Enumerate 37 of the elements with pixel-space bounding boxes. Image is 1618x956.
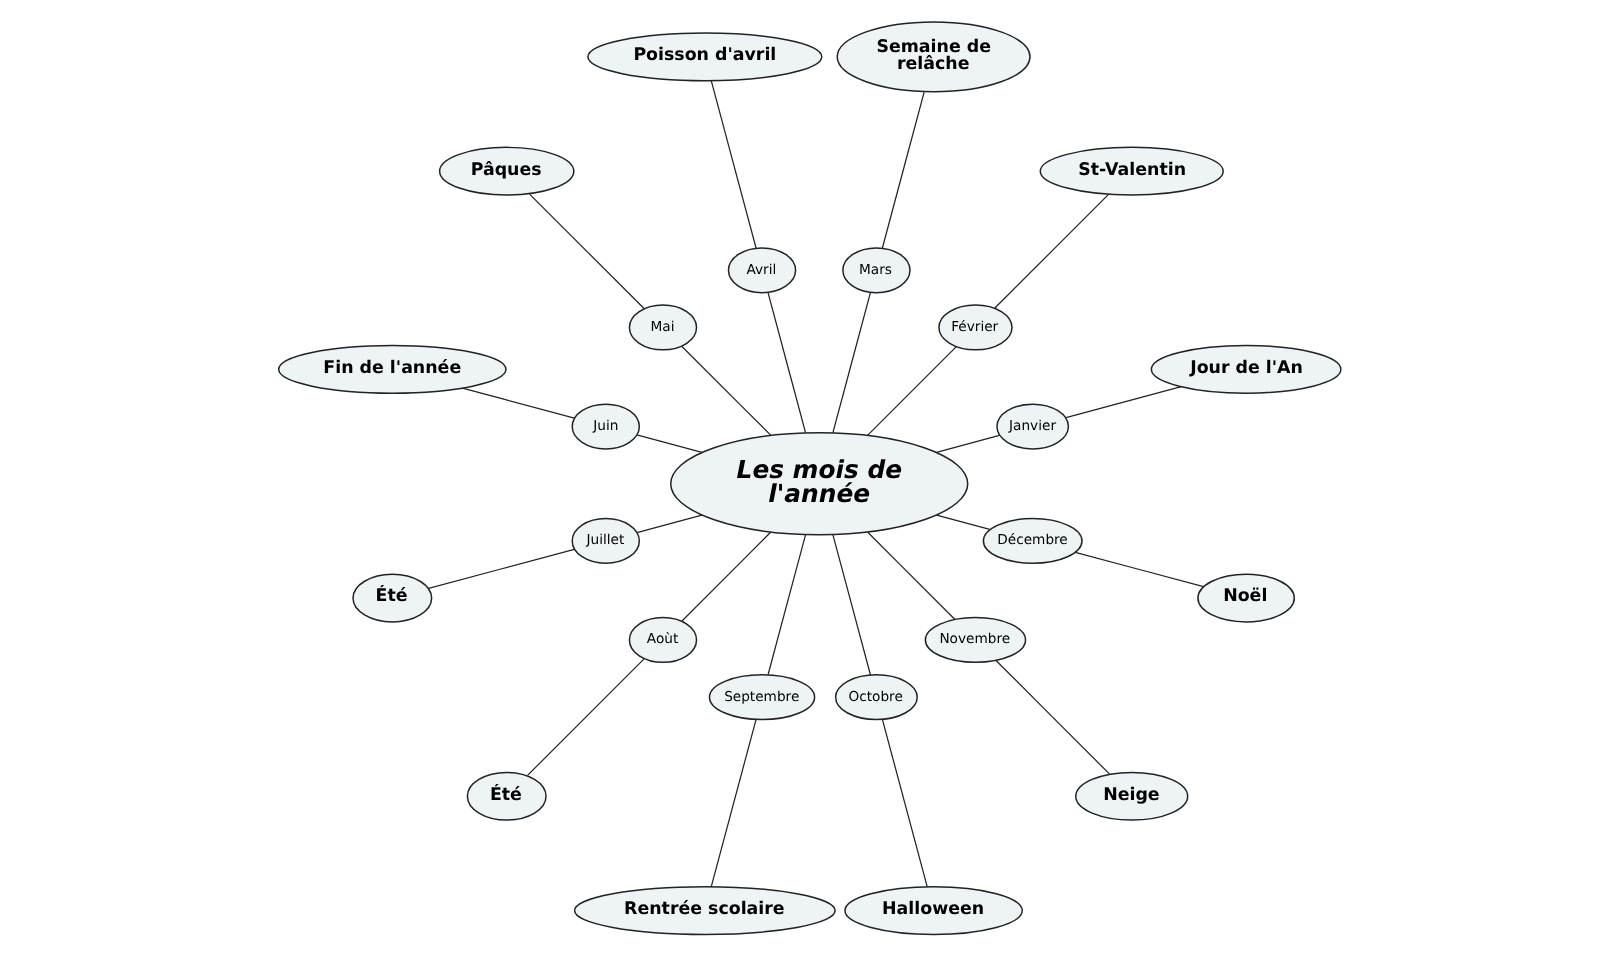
node-ellipse: Fin de l'année (276, 344, 506, 394)
node-ellipse: St-Valentin (1038, 146, 1223, 196)
connector (525, 658, 644, 777)
node-ellipse: Rentrée scolaire (572, 886, 835, 936)
node-ellipse: Halloween (843, 886, 1022, 936)
connector (709, 719, 756, 888)
node-ellipse: Semaine de relâche (835, 21, 1030, 93)
connector (427, 548, 574, 589)
connector (680, 531, 771, 622)
connector (866, 531, 955, 620)
connector (934, 514, 990, 530)
node-ellipse: Neige (1074, 771, 1188, 821)
connector (993, 193, 1108, 309)
node-ellipse: Été (465, 771, 546, 821)
connector (880, 719, 927, 888)
connector (635, 434, 702, 453)
connector (680, 345, 771, 436)
node-ellipse: Été (351, 573, 432, 623)
connector (831, 534, 871, 676)
connector (934, 434, 999, 453)
connector (1064, 386, 1181, 419)
node-ellipse: Poisson d'avril (586, 32, 822, 82)
connector (766, 291, 806, 434)
connector (766, 534, 806, 676)
node-ellipse: Jour de l'An (1149, 344, 1341, 394)
connector (831, 291, 871, 434)
connector (866, 345, 956, 436)
connector (527, 193, 644, 309)
connector (635, 514, 702, 534)
node-ellipse: Les mois de l'année (668, 432, 968, 536)
node-ellipse: Noël (1196, 573, 1295, 623)
connector (460, 387, 574, 419)
connector (1073, 551, 1204, 588)
connector (880, 91, 924, 249)
connector (994, 660, 1109, 775)
connector (709, 80, 756, 249)
node-ellipse: Pâques (437, 146, 574, 196)
